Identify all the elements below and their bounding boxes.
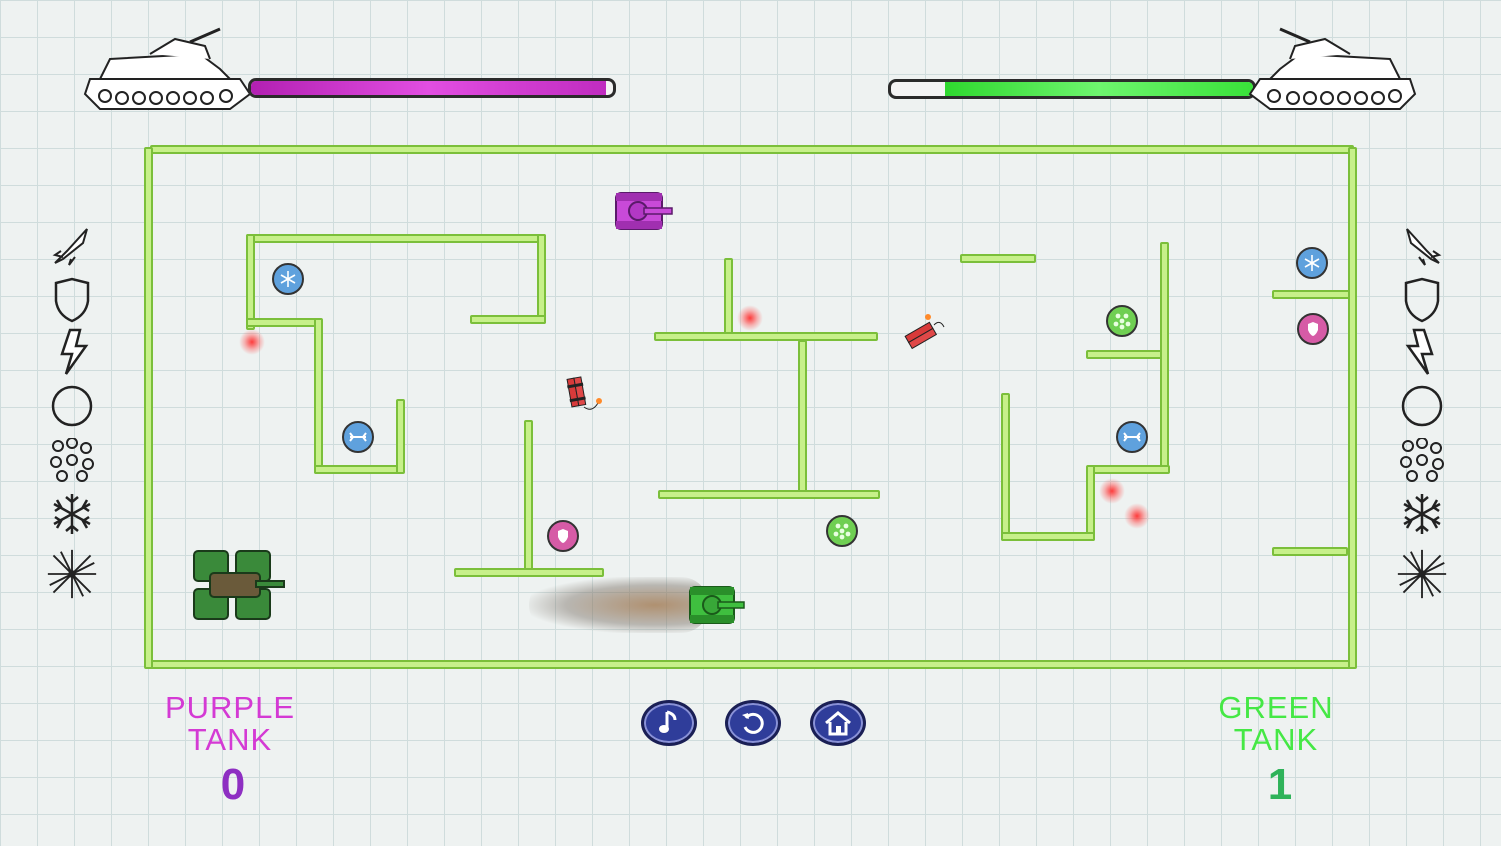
snowflake-icon — [46, 488, 98, 540]
wall — [658, 490, 880, 499]
wall — [1272, 547, 1348, 556]
mine-spark — [737, 305, 763, 331]
green-score: 1 — [1267, 760, 1293, 809]
green-player-name: GREEN TANK — [1196, 692, 1356, 756]
wrench-icon — [349, 432, 367, 442]
wall — [524, 420, 533, 575]
mine-spark — [239, 329, 265, 355]
freeze-pickup — [272, 263, 304, 295]
restart-icon — [742, 712, 764, 734]
home-button[interactable] — [810, 700, 866, 746]
wall — [724, 258, 733, 338]
wall — [314, 465, 404, 474]
restart-button[interactable] — [725, 700, 781, 746]
wall — [1001, 532, 1095, 541]
purple-tank-portrait — [80, 24, 255, 114]
mine-spark — [1124, 503, 1150, 529]
laser-icon — [46, 548, 98, 600]
rocket-icon — [46, 220, 98, 272]
multishot-icon — [833, 523, 851, 540]
repair-pickup — [1116, 421, 1148, 453]
repair-pickup — [342, 421, 374, 453]
wall — [470, 315, 546, 324]
multishot-icon — [1113, 313, 1131, 330]
shield-pickup — [1297, 313, 1329, 345]
green-tank-portrait — [1245, 24, 1420, 114]
music-toggle-button[interactable] — [641, 700, 697, 746]
bubble-icon — [1396, 380, 1448, 432]
wall-top — [150, 145, 1354, 154]
shield-icon — [1308, 322, 1318, 336]
shield-icon — [46, 274, 98, 326]
wall-left — [144, 147, 153, 669]
home-icon — [825, 711, 851, 736]
purple-health-fill — [251, 81, 606, 95]
wall — [246, 234, 255, 330]
bubble-icon — [46, 380, 98, 432]
laser-icon — [1396, 548, 1448, 600]
wall — [454, 568, 604, 577]
music-note-icon — [659, 710, 677, 733]
wall — [1001, 393, 1010, 541]
green-health-bar — [888, 79, 1256, 99]
wall — [314, 318, 323, 474]
lightning-icon — [1396, 326, 1448, 378]
wall — [1086, 465, 1095, 541]
rocket-icon — [1396, 220, 1448, 272]
wall — [246, 318, 322, 327]
purple-player-name: PURPLE TANK — [150, 692, 310, 756]
wall-right — [1348, 147, 1357, 669]
snowflake-icon — [280, 271, 296, 287]
purple-health-bar — [248, 78, 616, 98]
multishot-icon — [46, 434, 98, 486]
wall — [396, 399, 405, 474]
multishot-icon — [1396, 434, 1448, 486]
freeze-pickup — [1296, 247, 1328, 279]
wall — [1086, 350, 1162, 359]
tank-silhouette-icon — [83, 27, 252, 110]
wall — [798, 340, 807, 495]
multishot-pickup — [826, 515, 858, 547]
dynamite-pickup — [904, 311, 948, 360]
wall — [537, 234, 546, 324]
wall — [246, 234, 546, 243]
snowflake-icon — [1396, 488, 1448, 540]
shield-pickup — [547, 520, 579, 552]
dynamite-pickup — [566, 373, 606, 422]
green-name-line2: TANK — [1233, 722, 1319, 757]
wall — [1272, 290, 1350, 299]
purple-score: 0 — [220, 760, 246, 809]
wall — [654, 332, 878, 341]
arena — [144, 145, 1357, 670]
snowflake-icon — [1304, 255, 1320, 271]
purple-name-line1: PURPLE — [164, 690, 296, 725]
purple-tank — [614, 189, 674, 238]
lightning-icon — [46, 326, 98, 378]
green-name-line1: GREEN — [1218, 690, 1334, 725]
green-health-fill — [945, 82, 1253, 96]
shield-icon — [1396, 274, 1448, 326]
shield-icon — [558, 529, 568, 543]
smoke-trail — [529, 577, 709, 633]
green-tank-spawn — [190, 545, 286, 630]
wall — [1090, 465, 1170, 474]
tank-silhouette-icon — [1248, 27, 1417, 110]
wrench-icon — [1123, 432, 1141, 442]
multishot-pickup — [1106, 305, 1138, 337]
purple-name-line2: TANK — [187, 722, 273, 757]
mine-spark — [1099, 478, 1125, 504]
wall-bottom — [150, 660, 1354, 669]
green-tank — [688, 583, 746, 632]
wall — [960, 254, 1036, 263]
